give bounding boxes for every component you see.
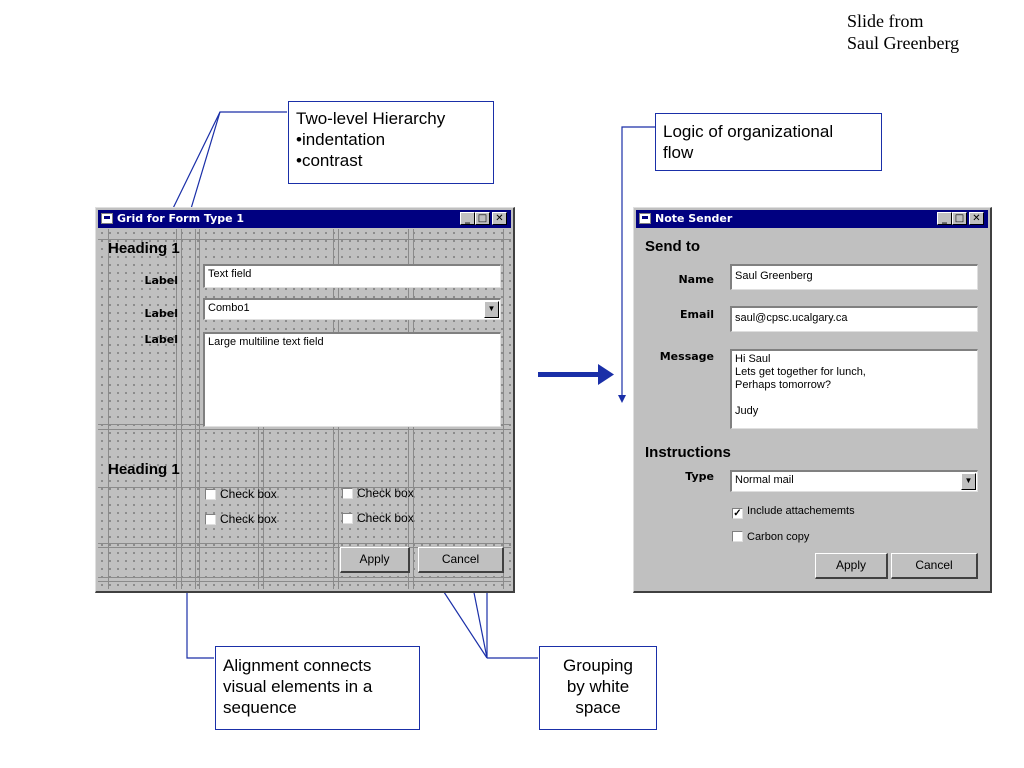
grouping-callout: Grouping by white space <box>539 646 657 730</box>
alignment-callout-line3: sequence <box>223 698 297 717</box>
maximize-button[interactable]: □ <box>475 212 490 225</box>
minimize-button[interactable]: _ <box>460 212 475 225</box>
type-select[interactable]: Normal mail ▼ <box>730 470 978 492</box>
window-app-icon <box>101 213 113 224</box>
heading-bottom: Heading 1 <box>108 461 180 478</box>
checkbox-b1[interactable]: Check box <box>342 486 414 500</box>
grid-window-title: Grid for Form Type 1 <box>117 212 245 225</box>
note-sender-window: Note Sender _ □ ✕ Send to Name Saul Gree… <box>633 207 992 593</box>
label-2: Label <box>144 307 178 320</box>
window-app-icon <box>639 213 651 224</box>
email-label: Email <box>680 308 714 321</box>
checkbox-icon[interactable] <box>205 489 216 500</box>
cancel-button[interactable]: Cancel <box>891 553 978 579</box>
note-window-title: Note Sender <box>655 212 733 225</box>
combo-box[interactable]: Combo1 ▼ <box>203 298 501 320</box>
label-1: Label <box>144 274 178 287</box>
message-line-5: Judy <box>735 405 759 417</box>
name-field[interactable]: Saul Greenberg <box>730 264 978 290</box>
logic-callout: Logic of organizational flow <box>655 113 882 171</box>
grouping-callout-line1: Grouping <box>563 656 633 675</box>
message-line-1: Hi Saul <box>735 353 771 365</box>
cancel-button[interactable]: Cancel <box>418 547 504 573</box>
grid-form-window: Grid for Form Type 1 _ □ ✕ Heading 1 Lab… <box>95 207 515 593</box>
minimize-button[interactable]: _ <box>937 212 952 225</box>
name-label: Name <box>678 273 714 286</box>
include-attachments-checkbox[interactable]: ✓Include attachememts <box>732 505 855 519</box>
logic-callout-line2: flow <box>663 143 694 162</box>
checkbox-icon[interactable] <box>732 531 743 542</box>
heading-top: Heading 1 <box>108 240 180 257</box>
type-label: Type <box>685 470 714 483</box>
checkbox-icon[interactable] <box>342 488 353 499</box>
credit-line-1: Slide from <box>847 11 924 31</box>
label-3: Label <box>144 333 178 346</box>
checkbox-icon[interactable] <box>342 513 353 524</box>
note-window-titlebar[interactable]: Note Sender _ □ ✕ <box>636 210 988 228</box>
checkmark-icon[interactable]: ✓ <box>732 508 743 519</box>
logic-callout-line1: Logic of organizational <box>663 122 834 141</box>
credit-line-2: Saul Greenberg <box>847 33 960 53</box>
combo-dropdown-icon[interactable]: ▼ <box>484 301 499 318</box>
hierarchy-callout-bullet2: •contrast <box>296 151 363 170</box>
type-select-value: Normal mail <box>735 474 794 486</box>
email-field[interactable]: saul@cpsc.ucalgary.ca <box>730 306 978 332</box>
hierarchy-callout: Two-level Hierarchy •indentation •contra… <box>288 101 494 184</box>
instructions-heading: Instructions <box>645 444 731 461</box>
text-field[interactable]: Text field <box>203 264 501 288</box>
close-button[interactable]: ✕ <box>492 212 507 225</box>
alignment-callout: Alignment connects visual elements in a … <box>215 646 420 730</box>
close-button[interactable]: ✕ <box>969 212 984 225</box>
apply-button[interactable]: Apply <box>815 553 888 579</box>
carbon-copy-checkbox[interactable]: Carbon copy <box>732 530 809 544</box>
message-line-2: Lets get together for lunch, <box>735 366 866 378</box>
apply-button[interactable]: Apply <box>340 547 410 573</box>
message-line-3: Perhaps tomorrow? <box>735 379 831 391</box>
alignment-callout-line2: visual elements in a <box>223 677 373 696</box>
checkbox-a2[interactable]: Check box <box>205 512 277 526</box>
grouping-callout-line2: by white <box>566 677 630 696</box>
hierarchy-callout-title: Two-level Hierarchy <box>296 109 446 128</box>
slide-credit: Slide from Saul Greenberg <box>847 10 959 54</box>
checkbox-b2[interactable]: Check box <box>342 511 414 525</box>
grid-window-titlebar[interactable]: Grid for Form Type 1 _ □ ✕ <box>98 210 511 228</box>
message-textarea[interactable]: Hi Saul Lets get together for lunch, Per… <box>730 349 978 429</box>
hierarchy-callout-bullet1: •indentation <box>296 130 386 149</box>
checkbox-icon[interactable] <box>205 514 216 525</box>
checkbox-a1[interactable]: Check box <box>205 487 277 501</box>
type-dropdown-icon[interactable]: ▼ <box>961 473 976 490</box>
maximize-button[interactable]: □ <box>952 212 967 225</box>
alignment-callout-line1: Alignment connects <box>223 656 372 675</box>
send-to-heading: Send to <box>645 238 700 255</box>
message-label: Message <box>659 350 714 363</box>
combo-value: Combo1 <box>208 302 250 314</box>
message-line-4 <box>735 392 974 405</box>
multiline-text-field[interactable]: Large multiline text field <box>203 332 501 427</box>
grouping-callout-line3: space <box>575 698 621 717</box>
